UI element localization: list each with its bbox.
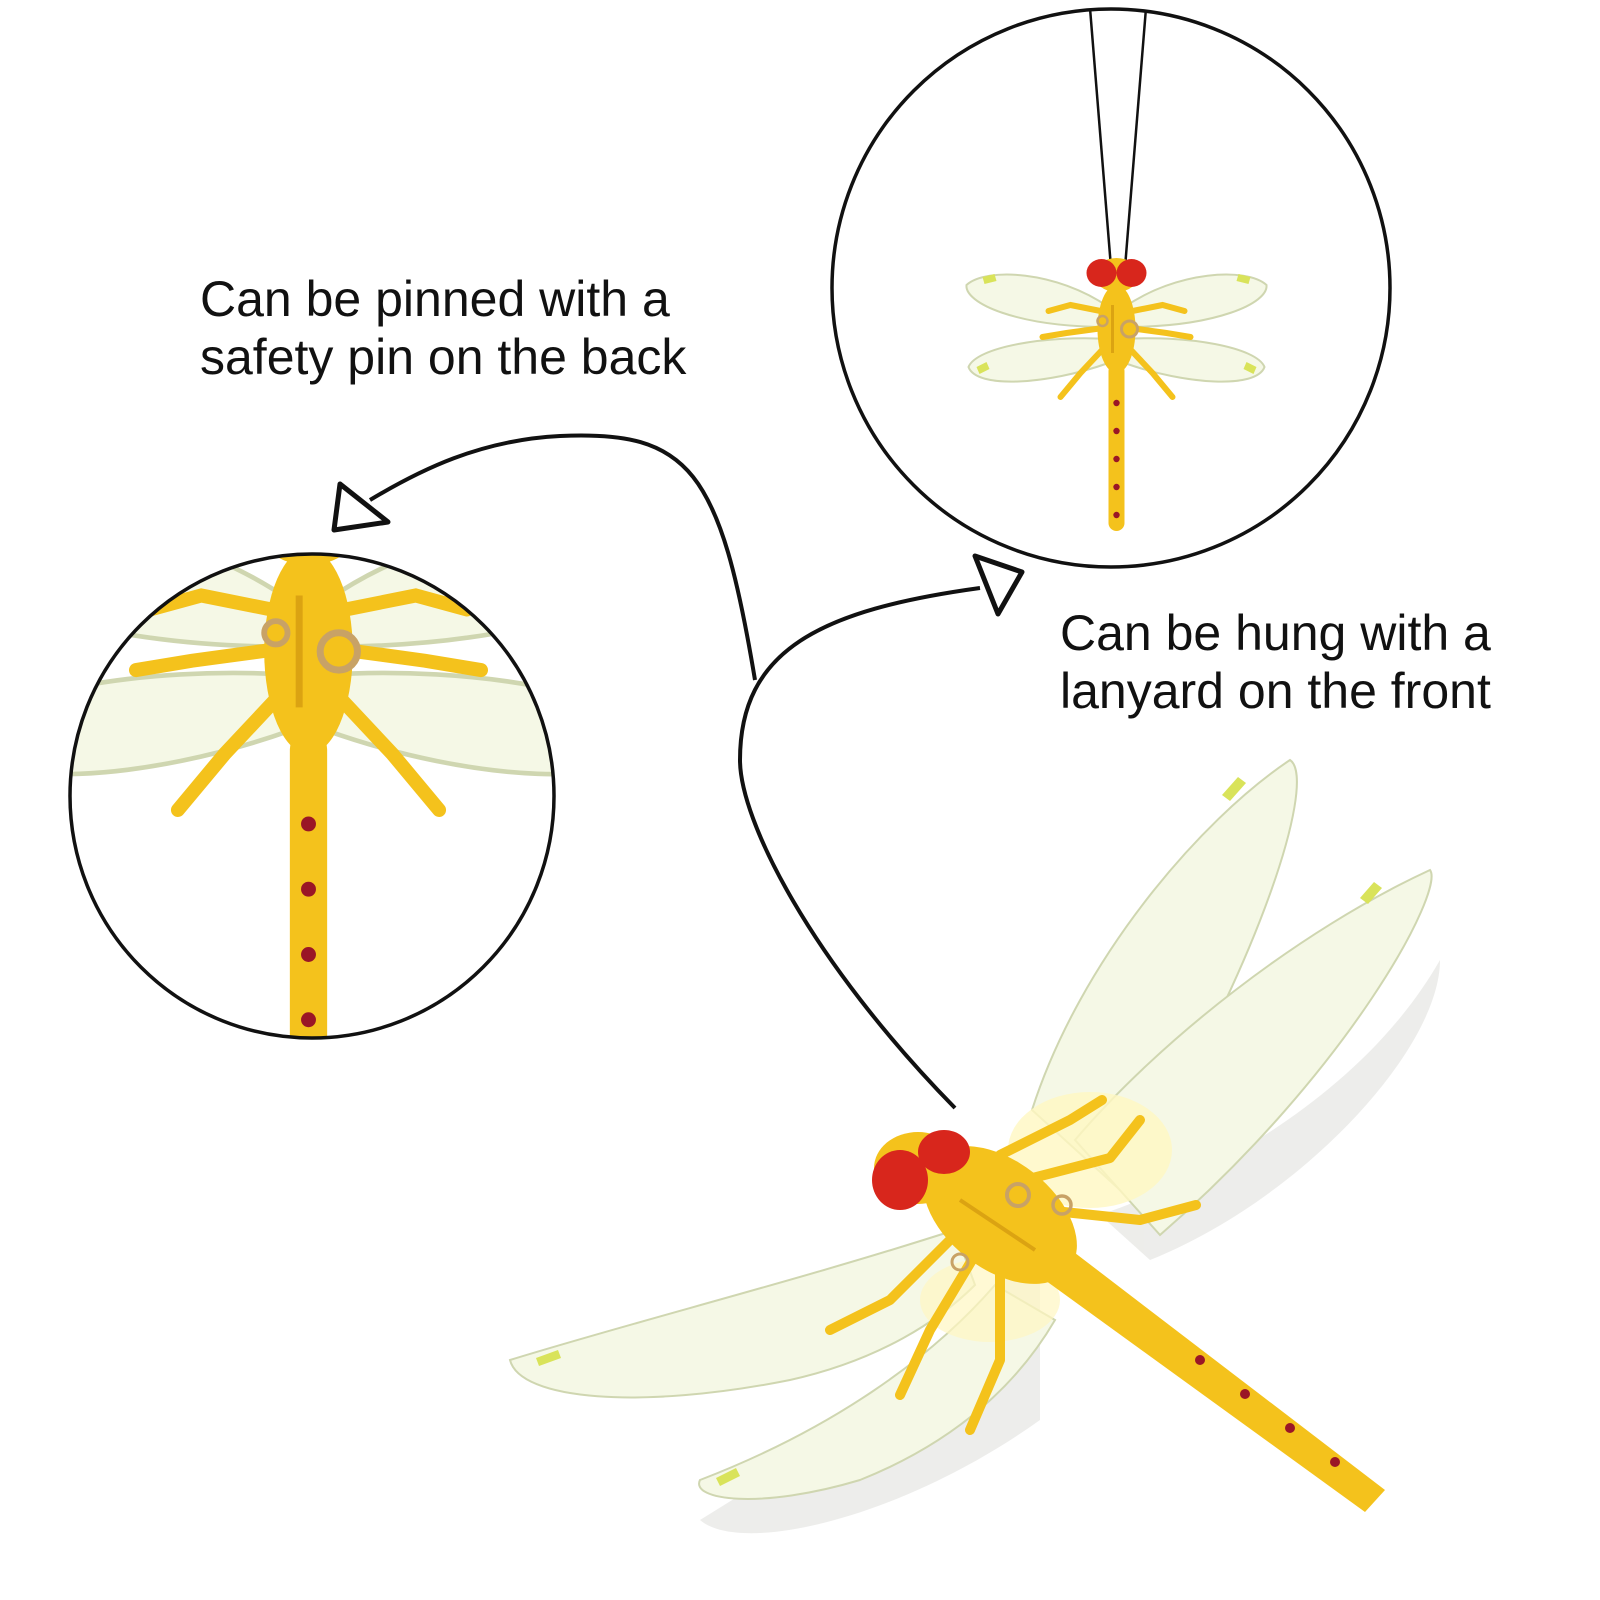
main-wings	[508, 758, 1433, 1500]
caption-pinned-line1: Can be pinned with a	[200, 271, 670, 327]
curved-arrow-to-back-view	[331, 433, 757, 681]
dragonfly-main-photo	[508, 758, 1440, 1534]
caption-pinned-back: Can be pinned with a safety pin on the b…	[200, 270, 687, 386]
main-legs	[825, 1095, 1201, 1435]
caption-hung-line2: lanyard on the front	[1060, 663, 1491, 719]
main-body	[872, 1130, 1385, 1512]
curved-arrow-to-front-view	[737, 553, 1025, 1110]
caption-pinned-line2: safety pin on the back	[200, 329, 687, 385]
back-view-inset	[68, 552, 556, 1040]
caption-hung-front: Can be hung with a lanyard on the front	[1060, 604, 1491, 720]
caption-hung-line1: Can be hung with a	[1060, 605, 1491, 661]
lanyard-cord	[1088, 9, 1148, 281]
front-view-inset	[830, 7, 1392, 569]
